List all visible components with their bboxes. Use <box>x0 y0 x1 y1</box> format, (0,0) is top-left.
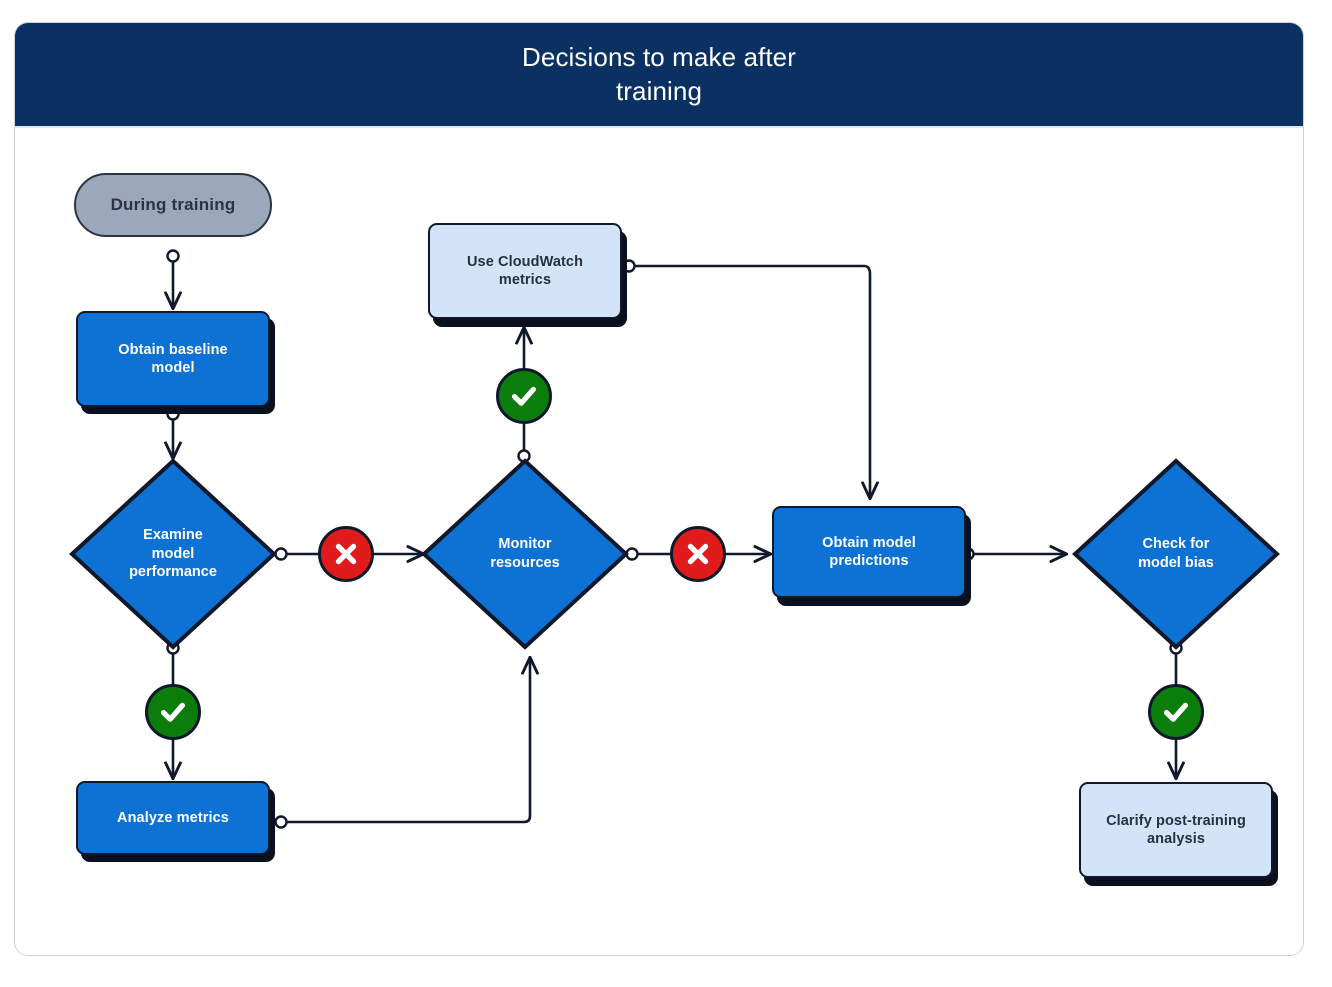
node-obtain-model-predictions[interactable]: Obtain model predictions <box>772 506 966 598</box>
edge-analyze-monitor <box>280 658 530 824</box>
diamond-shape <box>69 458 277 650</box>
cross-icon <box>335 543 357 565</box>
badge-yes-monitor-cloudwatch[interactable] <box>496 368 552 424</box>
badge-no-monitor-predictions[interactable] <box>670 526 726 582</box>
node-label: Obtain baseline model <box>118 341 228 376</box>
node-during-training[interactable]: During training <box>74 173 272 237</box>
badge-yes-examine-analyze[interactable] <box>145 684 201 740</box>
edge-dot <box>166 249 180 263</box>
diamond-shape <box>421 458 629 650</box>
edge-cloudwatch-predictions <box>629 264 870 498</box>
badge-no-examine-monitor[interactable] <box>318 526 374 582</box>
node-monitor-resources[interactable]: Monitor resources <box>421 458 629 650</box>
diagram-canvas: During training Obtain baseline model Ex… <box>15 128 1305 955</box>
node-check-for-model-bias[interactable]: Check for model bias <box>1072 458 1280 650</box>
node-label: During training <box>110 195 236 215</box>
node-label: Use CloudWatch metrics <box>466 253 584 288</box>
check-icon <box>160 702 185 722</box>
node-use-cloudwatch-metrics[interactable]: Use CloudWatch metrics <box>428 223 622 319</box>
cross-icon <box>687 543 709 565</box>
node-analyze-metrics[interactable]: Analyze metrics <box>76 781 270 855</box>
check-icon <box>511 386 536 406</box>
node-label: Obtain model predictions <box>822 534 916 569</box>
node-label: Analyze metrics <box>117 809 229 826</box>
edge-dot <box>274 547 288 561</box>
node-examine-model-performance[interactable]: Examine model performance <box>69 458 277 650</box>
node-obtain-baseline-model[interactable]: Obtain baseline model <box>76 311 270 407</box>
diamond-shape <box>1072 458 1280 650</box>
badge-yes-bias-clarify[interactable] <box>1148 684 1204 740</box>
node-clarify-post-training-analysis[interactable]: Clarify post-training analysis <box>1079 782 1273 878</box>
node-label: Clarify post-training analysis <box>1106 812 1246 847</box>
page-title: Decisions to make after training <box>522 42 796 106</box>
diagram-card: Decisions to make after training <box>14 22 1304 956</box>
edge-dot <box>274 815 288 829</box>
card-header: Decisions to make after training <box>15 23 1303 128</box>
check-icon <box>1163 702 1188 722</box>
